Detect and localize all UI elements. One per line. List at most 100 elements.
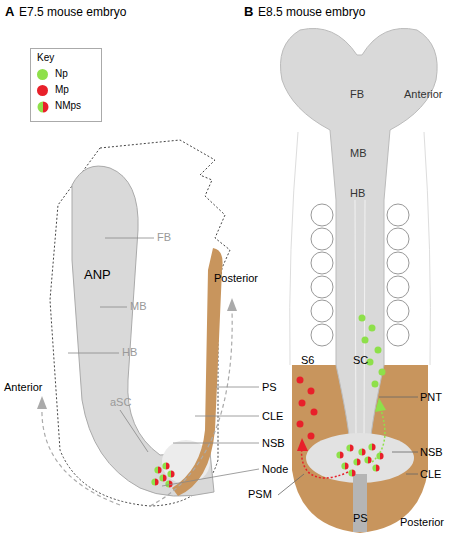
legend-row: NMps [37, 100, 97, 114]
ps-streak [353, 474, 367, 532]
embryo-outline [50, 140, 230, 506]
part-label: CLE [262, 410, 283, 422]
embryo-shape [162, 469, 259, 486]
embryo-shape [311, 276, 333, 298]
embryo-shape [195, 416, 259, 417]
part-label: S6 [301, 354, 314, 366]
part-label: HB [122, 346, 137, 358]
somites [311, 204, 409, 346]
embryo-shape [387, 252, 409, 274]
axis-arrow [150, 310, 232, 506]
legend-text: Mp [55, 84, 69, 95]
midline [355, 200, 356, 440]
legend-swatch [37, 101, 49, 113]
migration-arrow [302, 448, 348, 478]
leader-lines [278, 397, 418, 495]
embryo-shape [336, 451, 343, 458]
part-label: Posterior [214, 272, 258, 284]
embryo-shape [387, 276, 409, 298]
ps-band [172, 248, 223, 496]
embryo-shape [379, 369, 386, 376]
embryo-shape [358, 448, 365, 455]
embryo-shape [297, 377, 304, 384]
embryo-shape [387, 324, 409, 346]
panel-b [278, 28, 437, 533]
embryo-shape [379, 397, 418, 398]
embryo-shape [311, 204, 333, 226]
part-label: NSB [420, 446, 443, 458]
panel-a [37, 140, 259, 506]
embryo-shape [341, 462, 348, 469]
embryo-shape [387, 300, 409, 322]
part-label: PS [262, 381, 277, 393]
legend-row: Np [37, 68, 97, 82]
embryo-shape [159, 474, 166, 481]
embryo-shape [359, 315, 366, 322]
part-label: E8.5 mouse embryo [258, 6, 365, 19]
embryo-shape [406, 474, 418, 475]
part-label: Anterior [4, 381, 43, 393]
part-label: SC [353, 354, 368, 366]
embryo-shape [278, 474, 304, 495]
embryo-shape [372, 381, 379, 388]
legend-text: NMps [55, 100, 81, 111]
embryo-shape [311, 252, 333, 274]
arrow-head [37, 396, 47, 409]
legend-swatch [37, 69, 48, 80]
part-label: ANP [84, 268, 111, 282]
leader-lines [68, 238, 259, 486]
embryo-shape [216, 387, 259, 388]
embryo-shape [297, 421, 304, 428]
arrow-head [227, 298, 237, 311]
embryo-shape [308, 388, 315, 395]
embryo-shape [120, 410, 148, 452]
part-label: Posterior [400, 516, 444, 528]
part-label: CLE [420, 468, 441, 480]
axis-arrow [42, 408, 120, 505]
embryo-shape [154, 466, 161, 473]
embryo-shape [387, 204, 409, 226]
key-box: KeyNpMpNMps [30, 48, 102, 122]
part-label: Anterior [404, 88, 443, 100]
embryo-shape [311, 228, 333, 250]
part-label: B [244, 5, 253, 19]
legend-swatch [37, 85, 48, 96]
part-label: A [5, 5, 14, 19]
legend-text: Np [55, 68, 68, 79]
part-label: MB [130, 300, 147, 312]
part-label: FB [157, 231, 171, 243]
arrow-head [375, 398, 386, 412]
np-cells [359, 315, 386, 388]
embryo-shape [151, 478, 158, 485]
part-label: PSM [248, 488, 272, 500]
embryo-shape [346, 444, 353, 451]
embryo-shape [311, 300, 333, 322]
embryo-shape [387, 228, 409, 250]
embryo-shape [308, 433, 315, 440]
embryo-shape [369, 325, 376, 332]
embryo-shape [167, 470, 174, 477]
arrow-head [297, 438, 308, 451]
embryo-shape [362, 337, 369, 344]
embryo-shape [368, 443, 375, 450]
embryo-shape [299, 400, 306, 407]
embryo-shape [68, 353, 119, 354]
embryo-shape [375, 347, 382, 354]
anp-region [72, 166, 214, 496]
part-label: aSC [110, 396, 131, 408]
embryo-shape [100, 307, 127, 308]
embryo-shape [353, 458, 360, 465]
embryo-shape [173, 443, 259, 444]
part-label: HB [350, 187, 365, 199]
part-label: PNT [420, 391, 442, 403]
part-label: MB [350, 147, 367, 159]
mp-cells [297, 377, 318, 440]
embryo-shape [162, 462, 169, 469]
part-label: E7.5 mouse embryo [19, 6, 126, 19]
legend-row: Mp [37, 84, 97, 98]
migration-arrow [372, 410, 385, 462]
embryo-shape [392, 452, 418, 453]
part-label: Node [262, 463, 288, 475]
key-heading: Key [37, 52, 54, 63]
